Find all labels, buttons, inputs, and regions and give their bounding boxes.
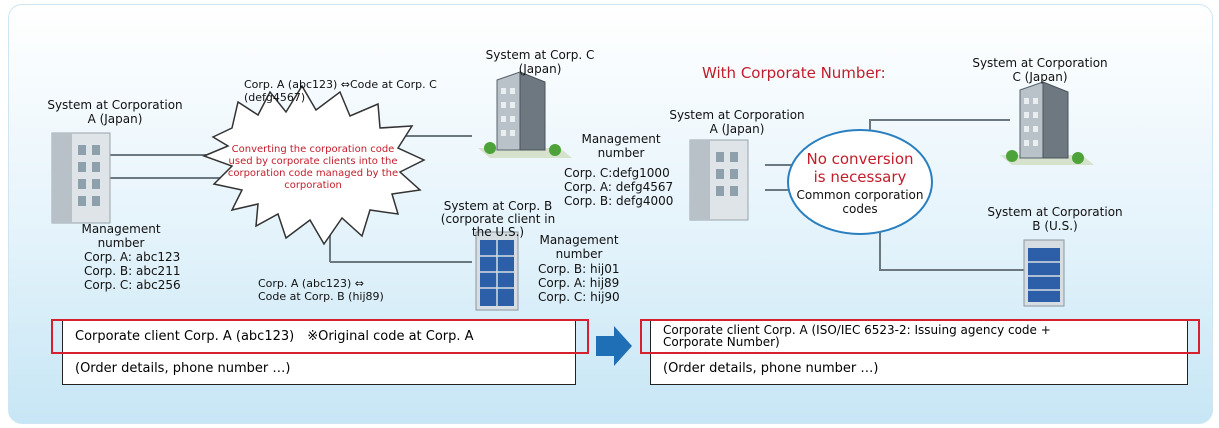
corp-c-left-label: System at Corp. C (Japan) — [485, 48, 595, 76]
connector-bubble-c — [869, 119, 1010, 132]
mgmt-b-list: Corp. B: hij01 Corp. A: hij89 Corp. C: h… — [538, 262, 620, 304]
corp-b-left-label: System at Corp. B (corporate client in t… — [440, 199, 556, 239]
highlight-before — [51, 319, 589, 354]
record-after-line2: (Order details, phone number …) — [663, 361, 879, 376]
record-after-line1: Corporate client Corp. A (ISO/IEC 6523-2… — [651, 321, 1187, 354]
conversion-burst — [201, 84, 426, 246]
building-corp-a-right-icon — [689, 139, 749, 221]
common-code-bubble — [787, 129, 933, 235]
bubble-title: No conversion is necessary — [806, 150, 914, 186]
building-corp-c-left-icon — [478, 71, 572, 158]
mgmt-a-title: Management number — [81, 222, 161, 250]
building-corp-b-left-icon — [475, 231, 519, 311]
corp-a-right-label: System at Corporation A (Japan) — [669, 108, 805, 136]
mgmt-c-list: Corp. C:defg1000 Corp. A: defg4567 Corp.… — [564, 166, 674, 208]
mgmt-b-title: Management number — [539, 233, 619, 261]
corp-b-right-label: System at Corporation B (U.S.) — [987, 205, 1123, 233]
building-corp-a-left-icon — [51, 132, 111, 224]
corp-a-left-label: System at Corporation A (Japan) — [47, 98, 183, 126]
mapping-a-b: Corp. A (abc123) ⇔ Code at Corp. B (hij8… — [258, 277, 384, 303]
building-corp-c-right-icon — [1000, 81, 1094, 165]
with-corporate-number-heading: With Corporate Number: — [702, 64, 886, 82]
highlight-after — [640, 319, 1200, 354]
mgmt-a-list: Corp. A: abc123 Corp. B: abc211 Corp. C:… — [84, 250, 181, 292]
transition-arrow-icon — [596, 326, 632, 366]
conversion-burst-text: Converting the corporation code used by … — [227, 144, 399, 191]
mgmt-c-title: Management number — [581, 132, 661, 160]
building-corp-b-right-icon — [1023, 239, 1065, 307]
mapping-a-c: Corp. A (abc123) ⇔Code at Corp. C (defg4… — [244, 78, 437, 104]
connector-bubble-b — [879, 230, 1025, 271]
record-before-line2: (Order details, phone number …) — [75, 361, 291, 376]
bubble-subtitle: Common corporation codes — [796, 188, 924, 216]
corp-c-right-label: System at Corporation C (Japan) — [972, 56, 1108, 84]
